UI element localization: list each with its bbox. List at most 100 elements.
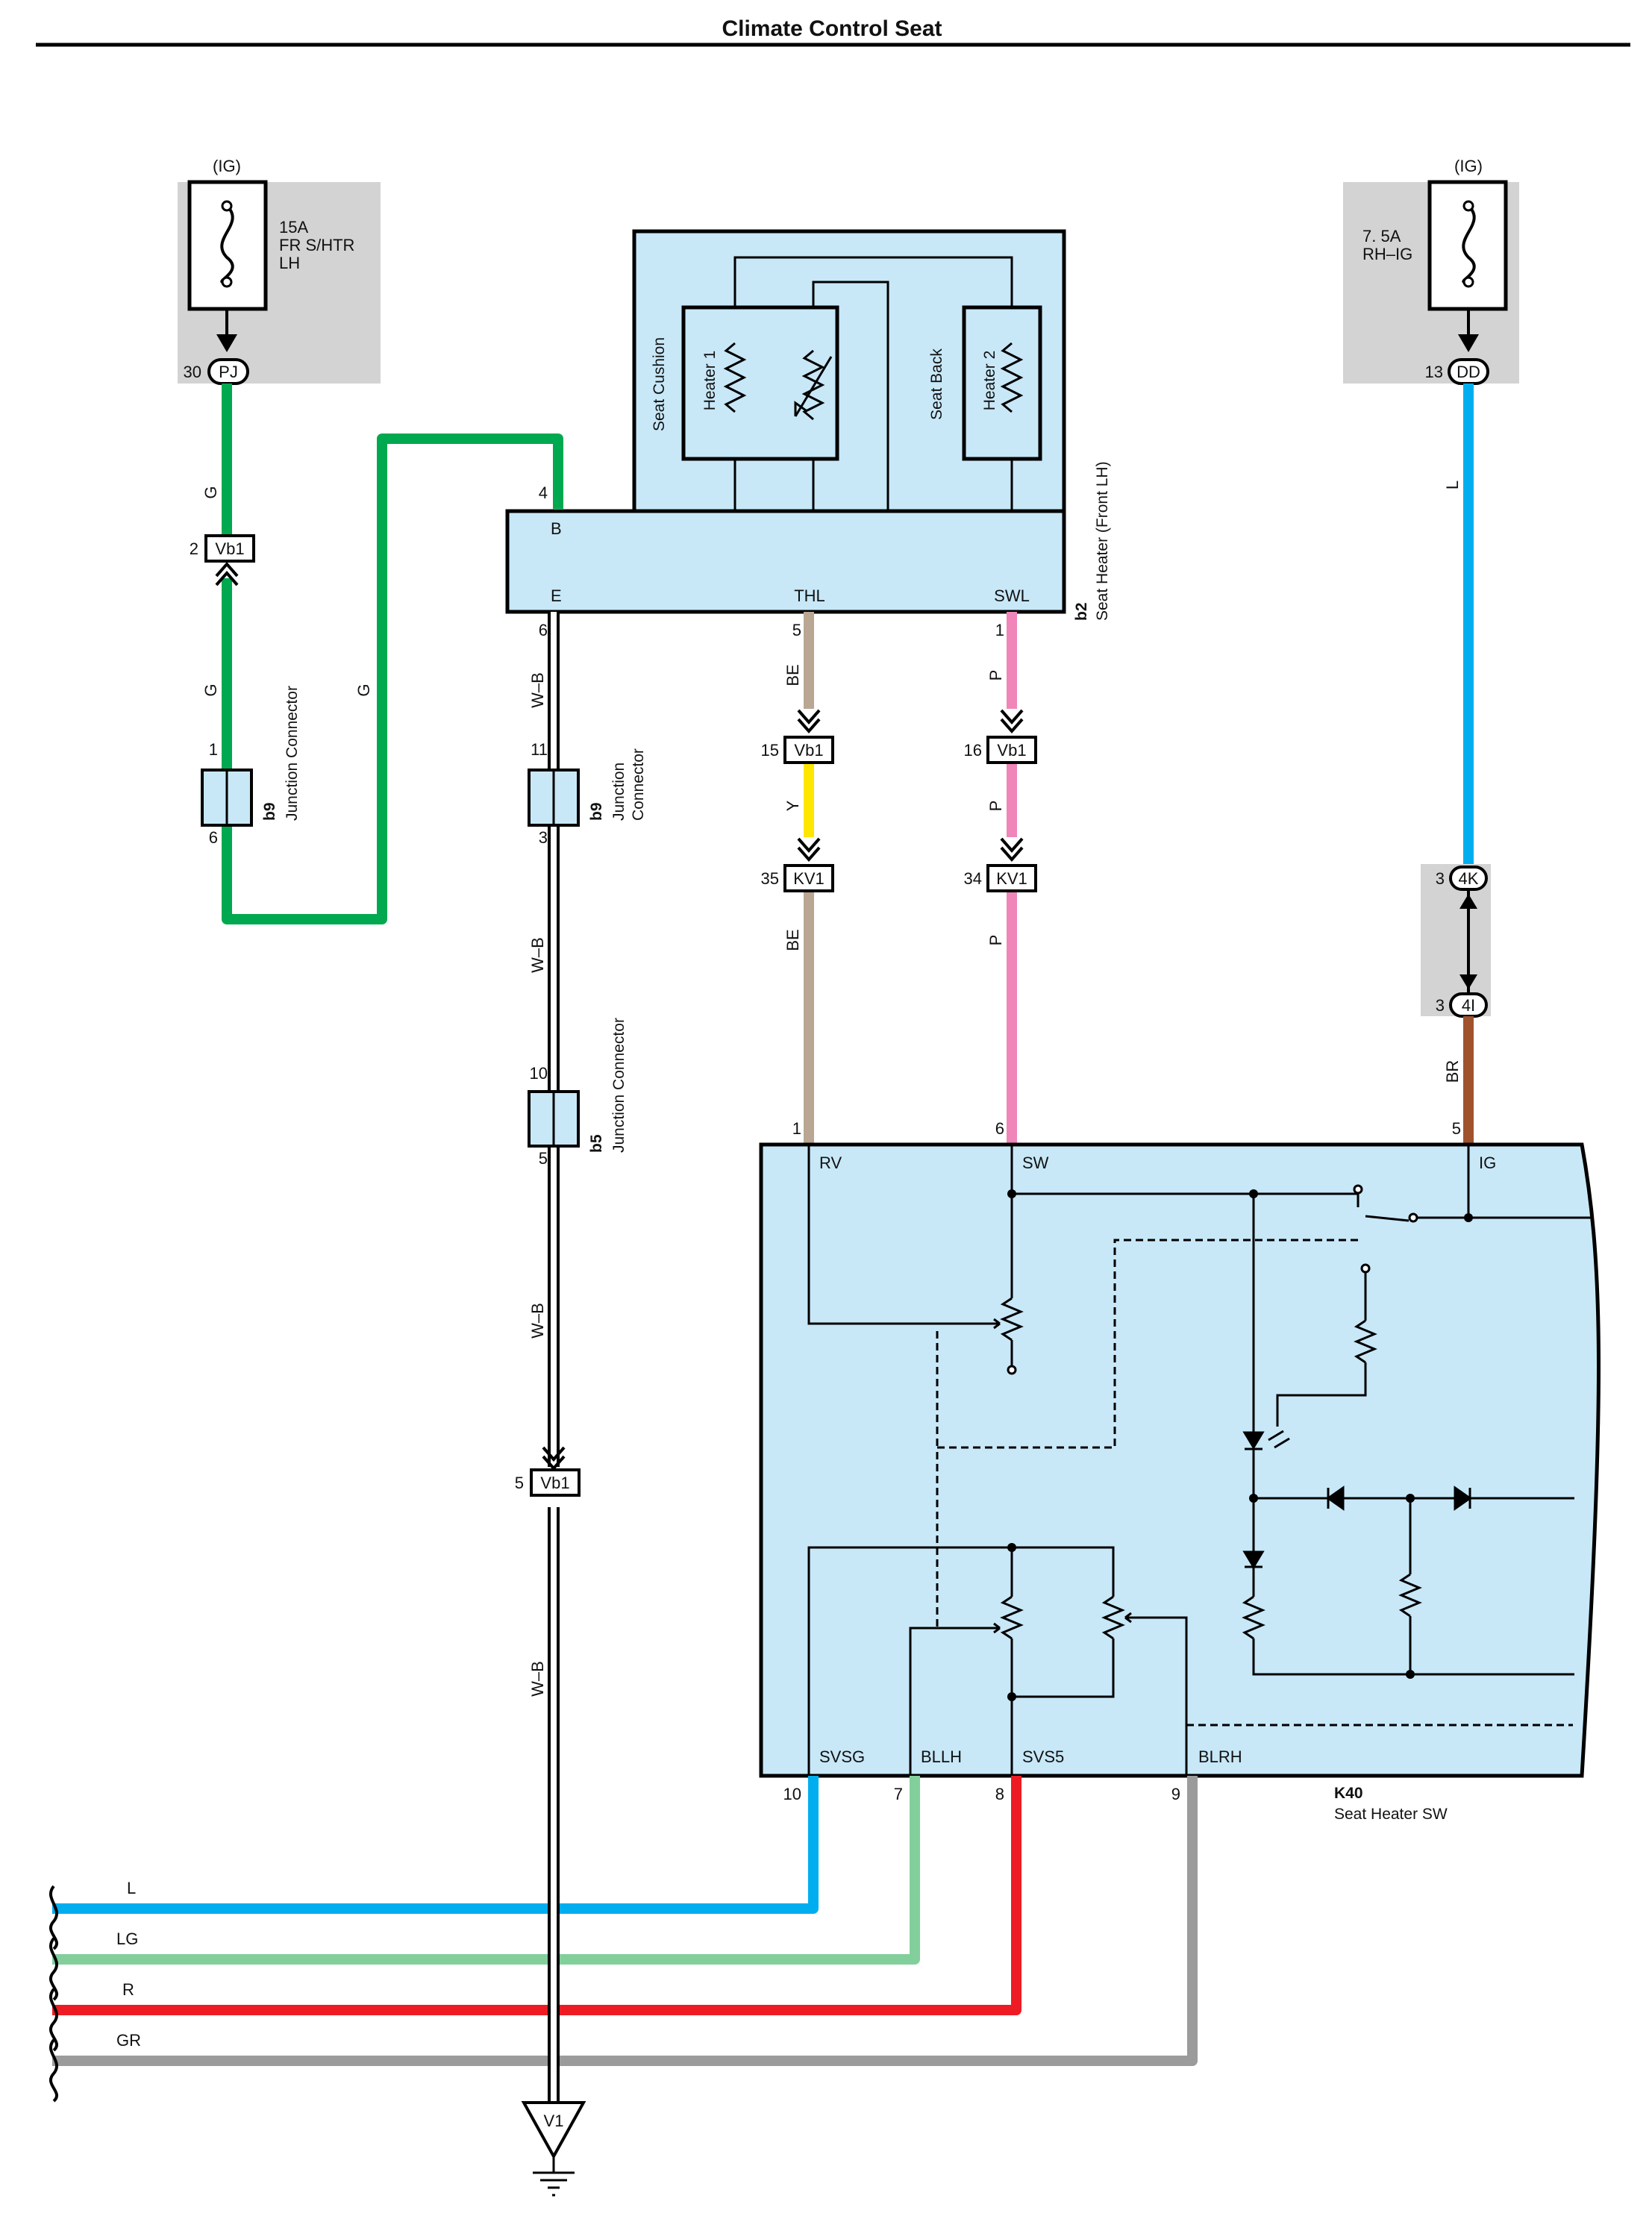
svg-text:W–B: W–B: [528, 937, 547, 973]
svg-text:9: 9: [1171, 1785, 1180, 1803]
svg-text:Vb1: Vb1: [540, 1474, 569, 1492]
svg-text:Vb1: Vb1: [794, 741, 823, 760]
fuse-left: (IG) 15A FR S/HTR LH PJ 30: [178, 157, 381, 385]
heater-1-label: Heater 1: [701, 351, 719, 411]
svg-text:15: 15: [761, 741, 779, 760]
svg-text:Vb1: Vb1: [997, 741, 1026, 760]
heater-2-resistor: [1000, 342, 1024, 413]
connector-vb1-left: Vb1 2: [190, 534, 255, 586]
heater-1-resistor: [723, 342, 747, 413]
svg-text:BR: BR: [1443, 1060, 1462, 1083]
svg-text:5: 5: [792, 621, 801, 639]
svg-text:6: 6: [209, 828, 218, 847]
wire-color-g3: G: [354, 683, 373, 696]
svg-text:6: 6: [995, 1119, 1004, 1138]
svg-text:E: E: [551, 586, 562, 605]
bus-label-gr: GR: [116, 2031, 141, 2050]
svg-text:10: 10: [783, 1785, 801, 1803]
svg-text:b9: b9: [261, 802, 278, 821]
svg-text:RV: RV: [819, 1154, 842, 1172]
connector-kv1-35: [783, 864, 834, 892]
svg-text:3: 3: [1436, 996, 1445, 1015]
wire-green: G G G: [201, 384, 563, 924]
k40-junction-dots: [1007, 1189, 1473, 1701]
k40-body: [759, 1142, 1601, 1778]
thermistor: [801, 349, 825, 421]
svg-text:KV1: KV1: [996, 869, 1027, 888]
svg-text:V1: V1: [544, 2112, 564, 2130]
svg-text:DD: DD: [1457, 363, 1480, 381]
connector-kv1-34: [986, 864, 1037, 892]
k40-name: Seat Heater SW: [1334, 1806, 1448, 1823]
k40-mechanical-link: [936, 1239, 1573, 1727]
heater-2-box: [962, 305, 1042, 461]
svg-text:W–B: W–B: [528, 1303, 547, 1339]
svg-text:b9: b9: [588, 802, 605, 821]
svg-text:SW: SW: [1022, 1154, 1049, 1172]
svg-text:SVSG: SVSG: [819, 1747, 865, 1766]
ground-v1: V1: [521, 2101, 586, 2197]
fuse-right-tag: (IG): [1454, 157, 1483, 175]
svg-text:BLRH: BLRH: [1198, 1747, 1242, 1766]
bus-wires: [52, 1776, 1198, 2066]
svg-text:Y: Y: [783, 800, 802, 811]
wire-thl: BE Y BE Vb1 15 KV1 35: [761, 612, 834, 1145]
svg-text:PJ: PJ: [219, 363, 238, 381]
svg-text:11: 11: [531, 740, 548, 759]
svg-text:Junction Connector: Junction Connector: [284, 686, 301, 821]
svg-text:5: 5: [1452, 1119, 1461, 1138]
svg-text:34: 34: [964, 869, 982, 888]
svg-text:7: 7: [894, 1785, 903, 1803]
seat-cushion-label: Seat Cushion: [651, 337, 668, 431]
svg-text:1: 1: [792, 1119, 801, 1138]
svg-text:KV1: KV1: [793, 869, 825, 888]
bus-label-l: L: [127, 1879, 136, 1897]
fuse-right-rating: 7. 5A: [1362, 227, 1401, 245]
svg-text:1: 1: [209, 740, 218, 759]
svg-text:B: B: [551, 519, 562, 538]
heater-2-label: Heater 2: [981, 351, 998, 411]
bus-label-r: R: [122, 1980, 134, 1999]
bus-wire-lg: [52, 1776, 920, 1965]
svg-text:5: 5: [539, 1149, 548, 1168]
fuse-left-rating: 15A: [279, 218, 308, 237]
fuse-left-side: LH: [279, 254, 300, 272]
svg-text:35: 35: [761, 869, 779, 888]
bus-wire-gr: [52, 1776, 1198, 2066]
svg-text:BLLH: BLLH: [921, 1747, 962, 1766]
svg-text:b5: b5: [588, 1134, 605, 1153]
svg-text:L: L: [1443, 481, 1462, 489]
connector-vb1-15: [783, 736, 834, 764]
wire-color-g1: G: [201, 486, 220, 498]
svg-text:8: 8: [995, 1785, 1004, 1803]
svg-text:IG: IG: [1479, 1154, 1496, 1172]
svg-text:6: 6: [539, 621, 548, 639]
wire-color-g2: G: [201, 683, 220, 696]
connector-pj-pin: 30: [184, 363, 201, 381]
seat-heater-switch-k40: 1 6 5 RV SW IG: [759, 1119, 1601, 1823]
svg-text:10: 10: [530, 1064, 548, 1083]
seat-heater-b2: Heater 1 Heater 2 Seat Cushion Seat Back…: [505, 229, 1111, 639]
svg-text:Junction Connector: Junction Connector: [610, 1018, 628, 1153]
connector-vb1-ground: Vb1 5: [515, 1446, 581, 1497]
junction-b9-mid: 11 3 b9 Junction Connector: [528, 740, 647, 847]
svg-text:Junction: Junction: [610, 763, 628, 821]
svg-text:5: 5: [515, 1474, 524, 1492]
svg-text:W–B: W–B: [528, 1661, 547, 1697]
svg-text:BE: BE: [783, 664, 802, 686]
wire-swl: P P P Vb1 16 KV1 34: [964, 612, 1037, 1145]
heater-1-box: [681, 305, 839, 461]
fuse-left-name: FR S/HTR: [279, 236, 354, 254]
svg-text:Connector: Connector: [630, 748, 647, 821]
svg-text:SVS5: SVS5: [1022, 1747, 1064, 1766]
svg-text:P: P: [986, 935, 1005, 946]
k40-contacts: [1007, 1184, 1418, 1375]
svg-text:W–B: W–B: [528, 672, 547, 708]
svg-text:P: P: [986, 670, 1005, 681]
seat-heater-connector-block: [505, 509, 1066, 614]
svg-text:BE: BE: [783, 929, 802, 951]
svg-text:SWL: SWL: [994, 586, 1030, 605]
svg-text:4: 4: [539, 483, 548, 502]
bus-label-lg: LG: [116, 1929, 138, 1948]
svg-text:3: 3: [1436, 869, 1445, 888]
